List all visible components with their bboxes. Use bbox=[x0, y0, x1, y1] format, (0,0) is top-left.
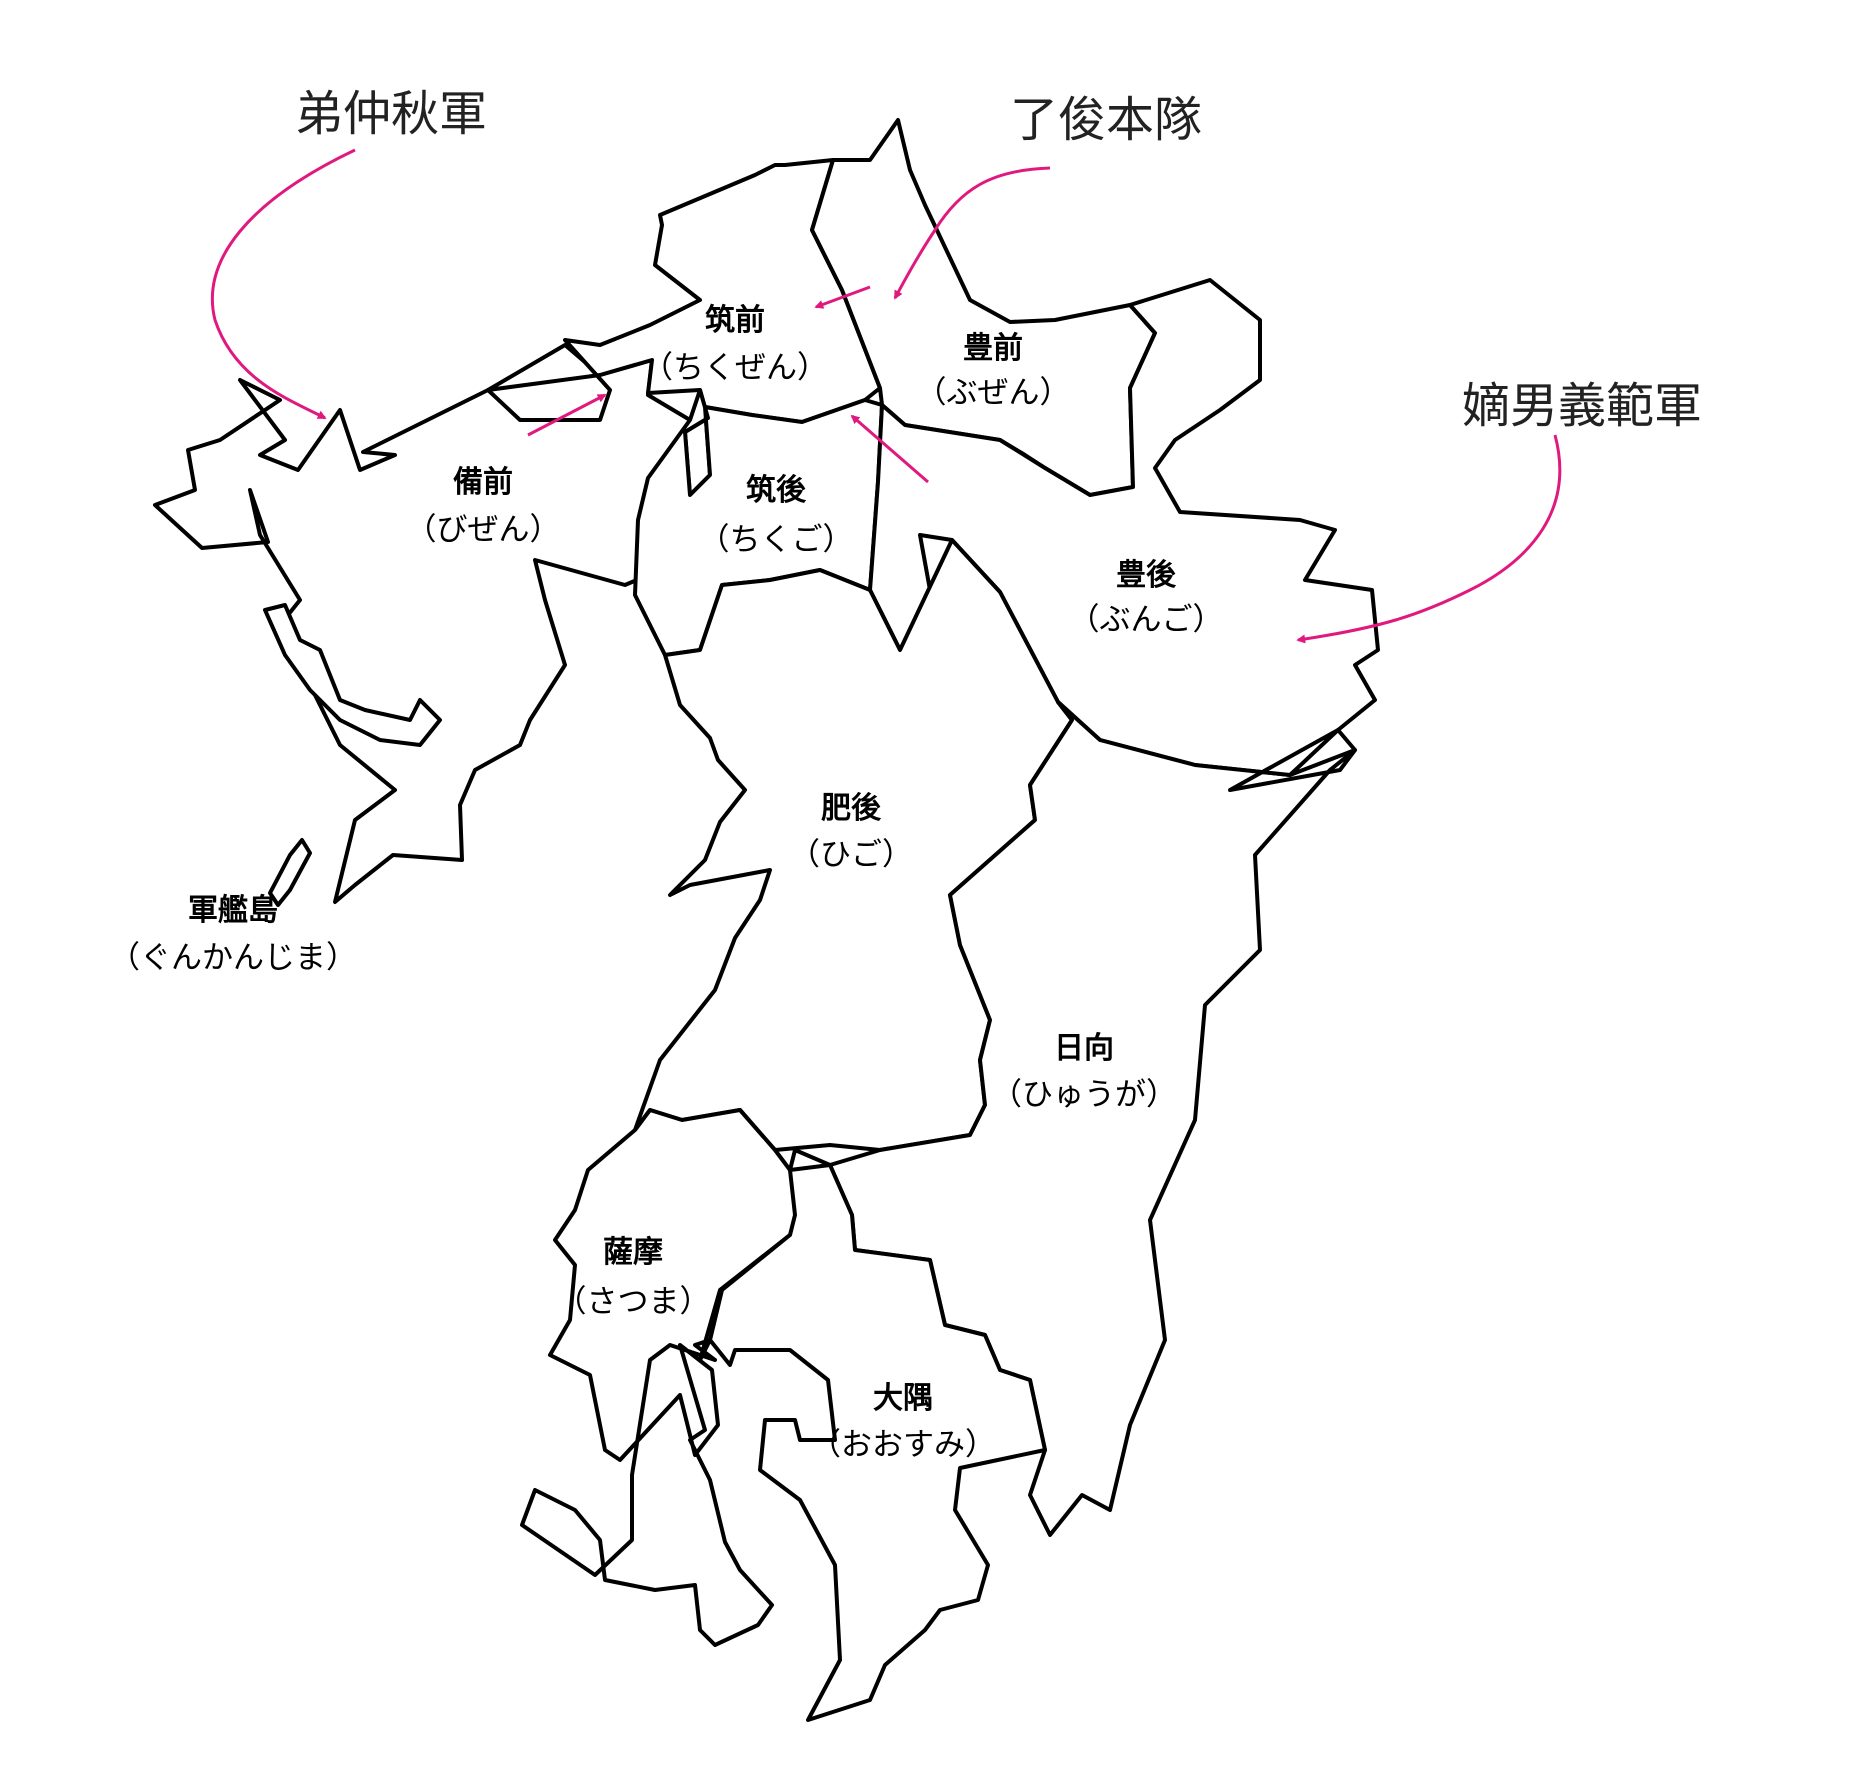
province-name-higo: 肥後 bbox=[821, 791, 882, 826]
province-reading-buzen: （ぶぜん） bbox=[916, 375, 1071, 411]
province-name-chikugo: 筑後 bbox=[746, 473, 807, 508]
province-name-bungo: 豊後 bbox=[1116, 558, 1177, 593]
province-reading-higo: （ひご） bbox=[789, 837, 913, 873]
province-reading-bizen: （びぜん） bbox=[406, 512, 561, 548]
army-labels: 弟仲秋軍 了俊本隊 嫡男義範軍 bbox=[295, 86, 1702, 434]
province-reading-satsuma: （さつま） bbox=[556, 1284, 711, 1320]
province-name-bizen: 備前 bbox=[453, 465, 513, 500]
region-satsuma[interactable] bbox=[520, 1108, 832, 1647]
arrow-army-2c bbox=[850, 414, 929, 484]
province-name-osumi: 大隅 bbox=[873, 1381, 933, 1416]
arrow-army-2a bbox=[893, 166, 1051, 300]
army-label-3: 嫡男義範軍 bbox=[1462, 378, 1702, 434]
province-reading-bungo: （ぶんご） bbox=[1069, 602, 1224, 638]
army-arrows bbox=[210, 148, 1562, 644]
region-west-isle[interactable] bbox=[263, 603, 442, 747]
province-name-gunkanjima: 軍艦島 bbox=[188, 893, 278, 928]
province-reading-hyuga: （ひゅうが） bbox=[991, 1077, 1177, 1113]
region-bizen[interactable] bbox=[153, 343, 692, 904]
arrow-army-1 bbox=[210, 148, 356, 420]
province-reading-gunkanjima: （ぐんかんじま） bbox=[109, 940, 357, 976]
arrow-army-3 bbox=[1296, 434, 1562, 644]
province-labels: 筑前 （ちくぜん） 豊前 （ぶぜん） 備前 （びぜん） 筑後 （ちくご） 豊後 … bbox=[109, 303, 1224, 1463]
province-reading-chikuzen: （ちくぜん） bbox=[642, 350, 828, 386]
province-shapes bbox=[153, 118, 1380, 1722]
army-label-1: 弟仲秋軍 bbox=[295, 86, 487, 142]
province-name-buzen: 豊前 bbox=[963, 331, 1023, 366]
province-reading-osumi: （おおすみ） bbox=[810, 1427, 996, 1463]
arrow-army-2d bbox=[527, 393, 607, 437]
province-name-hyuga: 日向 bbox=[1054, 1031, 1114, 1066]
arrow-army-2b bbox=[814, 285, 871, 309]
region-osumi[interactable] bbox=[708, 1163, 1047, 1722]
province-reading-chikugo: （ちくご） bbox=[699, 522, 854, 558]
province-name-chikuzen: 筑前 bbox=[705, 303, 765, 338]
region-gunkanjima-island[interactable] bbox=[268, 838, 312, 907]
province-name-satsuma: 薩摩 bbox=[603, 1235, 663, 1270]
army-label-2: 了俊本隊 bbox=[1010, 92, 1202, 148]
